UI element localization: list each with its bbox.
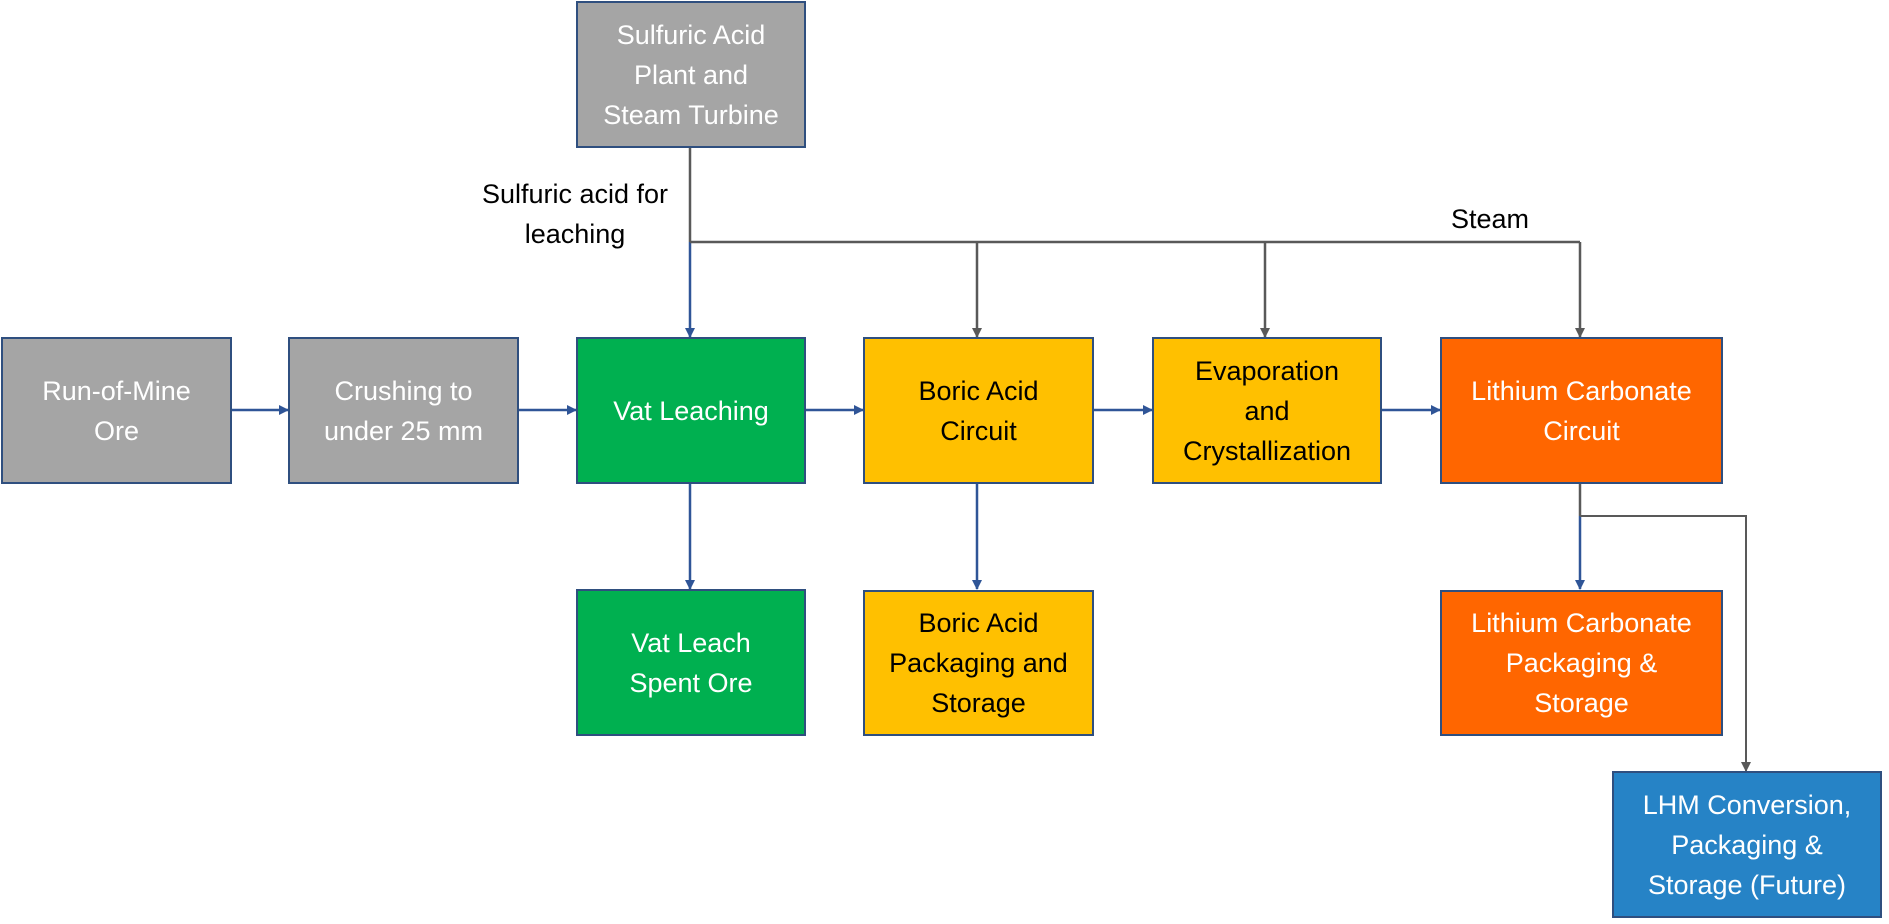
node-label: Vat Leach Spent Ore xyxy=(629,627,753,698)
node-label: Run-of-Mine Ore xyxy=(42,375,191,446)
node-run-of-mine-ore: Run-of-Mine Ore xyxy=(1,337,232,484)
node-label: Evaporation and Crystallization xyxy=(1182,355,1352,466)
node-label: Lithium Carbonate Packaging & Storage xyxy=(1471,608,1692,718)
node-label: Crushing to under 25 mm xyxy=(323,375,484,446)
node-lhm-conversion: LHM Conversion, Packaging & Storage (Fut… xyxy=(1612,771,1882,918)
label-sulfuric-acid-for-leaching: Sulfuric acid for leaching xyxy=(481,179,669,249)
node-boric-acid-packaging: Boric Acid Packaging and Storage xyxy=(863,590,1094,736)
node-label: Boric Acid Circuit xyxy=(918,375,1039,446)
node-lithium-carbonate-packaging: Lithium Carbonate Packaging & Storage xyxy=(1440,590,1723,736)
node-sulfuric-acid-plant: Sulfuric Acid Plant and Steam Turbine xyxy=(576,1,806,148)
node-label: Vat Leaching xyxy=(613,395,769,426)
node-vat-leaching: Vat Leaching xyxy=(576,337,806,484)
node-evaporation-crystallization: Evaporation and Crystallization xyxy=(1152,337,1382,484)
arrow-lithium-to-lhm xyxy=(1580,515,1751,772)
node-label: LHM Conversion, Packaging & Storage (Fut… xyxy=(1642,789,1852,900)
node-crushing: Crushing to under 25 mm xyxy=(288,337,519,484)
node-label: Sulfuric Acid Plant and Steam Turbine xyxy=(603,19,779,130)
node-label: Lithium Carbonate Circuit xyxy=(1471,375,1692,446)
node-label: Boric Acid Packaging and Storage xyxy=(889,608,1068,718)
node-vat-leach-spent-ore: Vat Leach Spent Ore xyxy=(576,589,806,736)
label-steam: Steam xyxy=(1450,204,1530,234)
node-boric-acid-circuit: Boric Acid Circuit xyxy=(863,337,1094,484)
node-lithium-carbonate-circuit: Lithium Carbonate Circuit xyxy=(1440,337,1723,484)
